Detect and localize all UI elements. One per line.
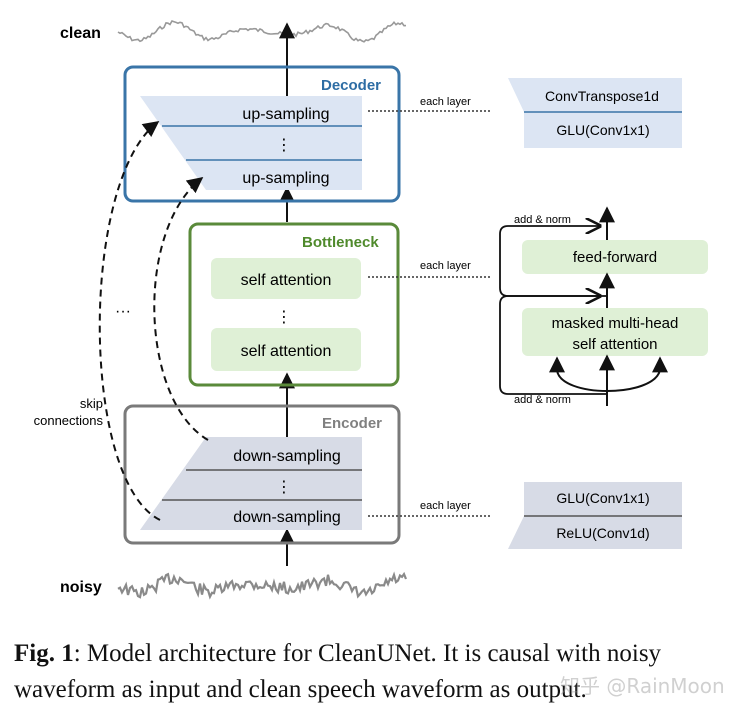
clean-waveform	[117, 20, 407, 43]
bottleneck-each-layer: each layer	[420, 260, 471, 272]
bottleneck-layer-bottom	[211, 328, 361, 371]
decoder-detail-glu: GLU(Conv1x1)	[556, 122, 649, 138]
encoder-title: Encoder	[322, 415, 382, 432]
encoder-bottom-layer: down-sampling	[233, 509, 341, 526]
encoder-each-layer: each layer	[420, 500, 471, 512]
bottleneck-box	[188, 222, 400, 387]
figure-caption: Fig. 1: Model architecture for CleanUNet…	[14, 636, 736, 708]
decoder-each-layer: each layer	[420, 96, 471, 108]
residual-bottom	[499, 296, 607, 395]
noisy-label: noisy	[60, 579, 102, 596]
skip-label-line1: skip	[80, 396, 103, 411]
decoder-title: Decoder	[321, 77, 381, 94]
encoder-top-layer: down-sampling	[233, 448, 341, 465]
mha-label-line1: masked multi-head	[552, 315, 679, 332]
decoder-dots: ⋮	[276, 137, 292, 154]
skip-ellipsis: ···	[115, 303, 131, 320]
caption-text: : Model architecture for CleanUNet. It i…	[14, 640, 662, 703]
encoder-detail-relu: ReLU(Conv1d)	[556, 525, 649, 541]
bottleneck-bottom-layer: self attention	[241, 343, 332, 360]
encoder-dots: ⋮	[276, 479, 292, 496]
caption-fig-label: Fig. 1	[14, 640, 74, 667]
clean-label: clean	[60, 25, 101, 42]
add-norm-top: add & norm	[514, 214, 571, 226]
skip-connection-inner	[153, 177, 209, 441]
decoder-top-layer: up-sampling	[242, 106, 329, 123]
encoder-trapezoid	[140, 437, 362, 530]
decoder-box	[123, 65, 401, 203]
cleanunet-diagram: clean noisy Decoder up-sampling ⋮ up-sam…	[34, 20, 708, 600]
add-norm-bottom: add & norm	[514, 394, 571, 406]
skip-label-line2: connections	[34, 413, 104, 428]
skip-connection-outer	[98, 121, 161, 521]
bottleneck-layer-top	[211, 258, 361, 299]
decoder-trapezoid	[140, 96, 362, 190]
encoder-box	[123, 404, 401, 545]
feed-forward-block	[522, 240, 708, 274]
decoder-detail-block	[508, 78, 682, 148]
mha-label-line2: self attention	[572, 336, 657, 353]
watermark: 知乎 @RainMoon	[560, 674, 725, 698]
encoder-detail-glu: GLU(Conv1x1)	[556, 490, 649, 506]
noisy-waveform	[117, 571, 408, 600]
mha-block	[522, 308, 708, 356]
bottleneck-title: Bottleneck	[302, 234, 379, 251]
decoder-detail-convtranspose: ConvTranspose1d	[545, 88, 659, 104]
feed-forward-label: feed-forward	[573, 249, 657, 266]
tf-attention-fan	[556, 369, 661, 392]
bottleneck-dots: ⋮	[276, 309, 292, 326]
bottleneck-top-layer: self attention	[241, 272, 332, 289]
decoder-bottom-layer: up-sampling	[242, 170, 329, 187]
